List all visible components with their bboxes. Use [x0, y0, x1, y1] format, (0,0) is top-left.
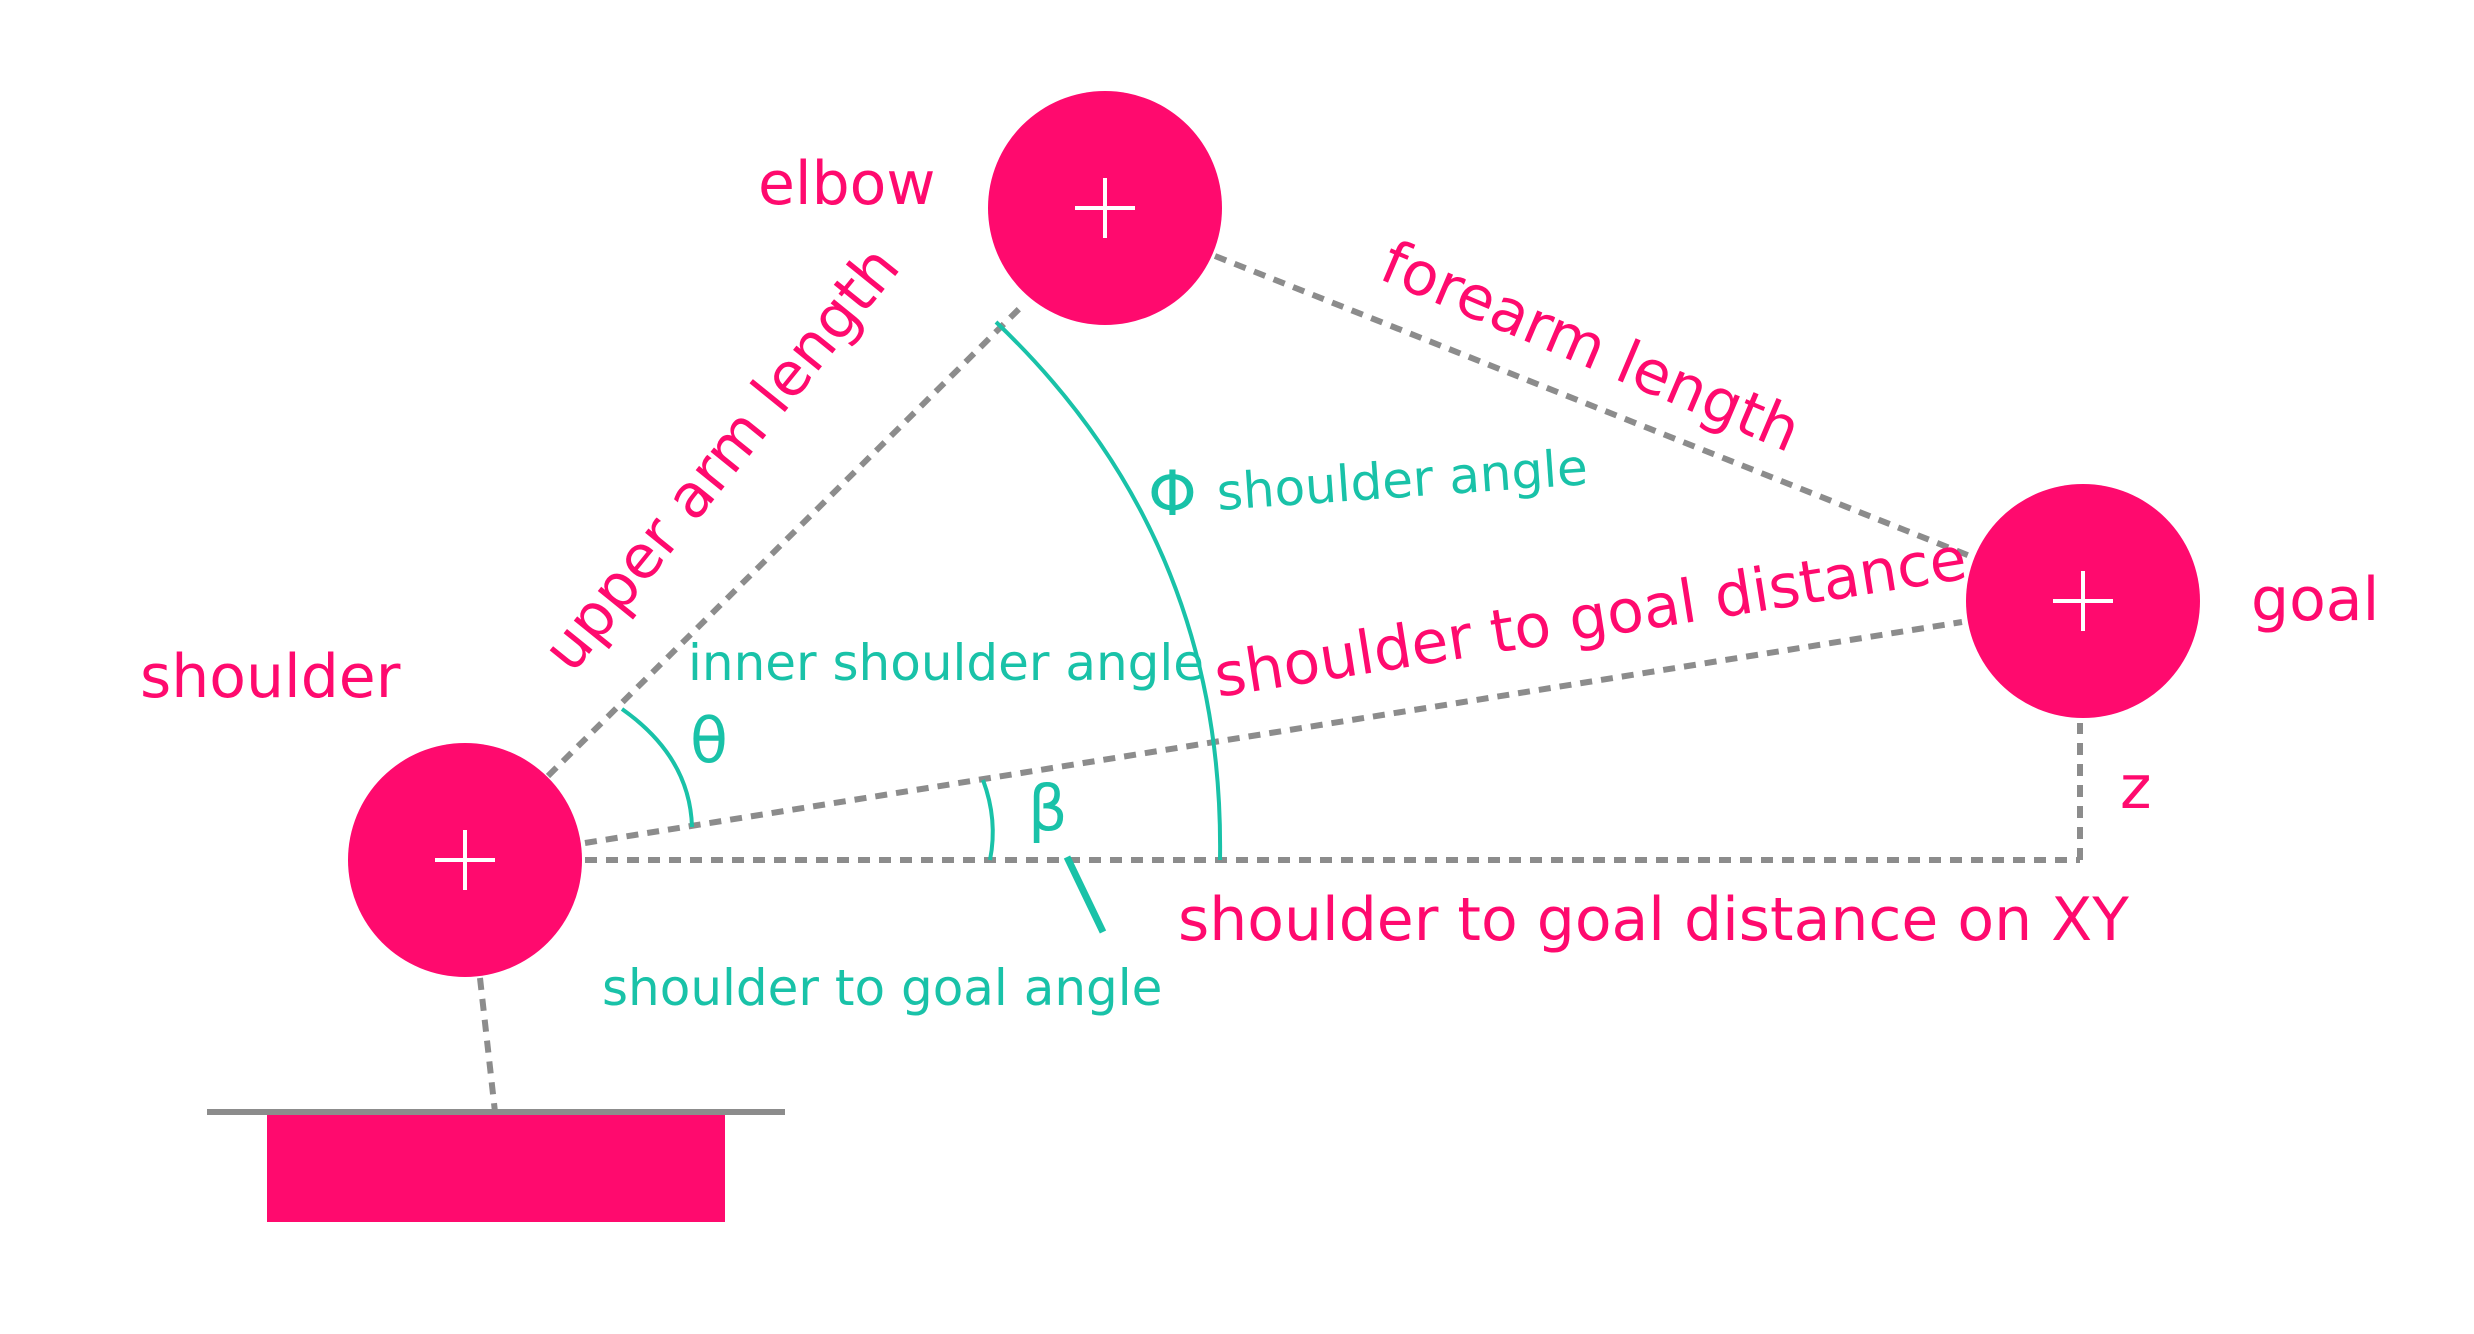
beta-arc: [981, 779, 995, 861]
shoulder-joint: [348, 743, 582, 977]
phi-symbol: Φ: [1148, 457, 1197, 530]
elbow-joint: [988, 91, 1222, 325]
base-connector-line: [477, 977, 498, 1113]
shoulder-goal-xy-label: shoulder to goal distance on XY: [1178, 885, 2129, 955]
z-label: z: [2120, 753, 2152, 823]
beta-pointer: [1063, 855, 1107, 934]
goal-joint: [1966, 484, 2200, 718]
theta-arc: [620, 707, 694, 828]
shoulder-label: shoulder: [140, 642, 401, 712]
phi-arc: [994, 320, 1223, 861]
theta-symbol: θ: [690, 704, 728, 777]
beta-label: shoulder to goal angle: [602, 959, 1162, 1017]
forearm-line: [1213, 253, 1972, 559]
elbow-label: elbow: [758, 149, 935, 219]
shoulder-goal-line: [584, 619, 1963, 846]
base-block: [267, 1115, 725, 1222]
goal-label: goal: [2251, 565, 2379, 635]
upper-arm-label: upper arm length: [529, 233, 913, 684]
upper-arm-line: [545, 305, 1023, 779]
phi-label: shoulder angle: [1215, 438, 1590, 522]
beta-symbol: β: [1028, 772, 1068, 845]
theta-label: inner shoulder angle: [688, 634, 1204, 692]
